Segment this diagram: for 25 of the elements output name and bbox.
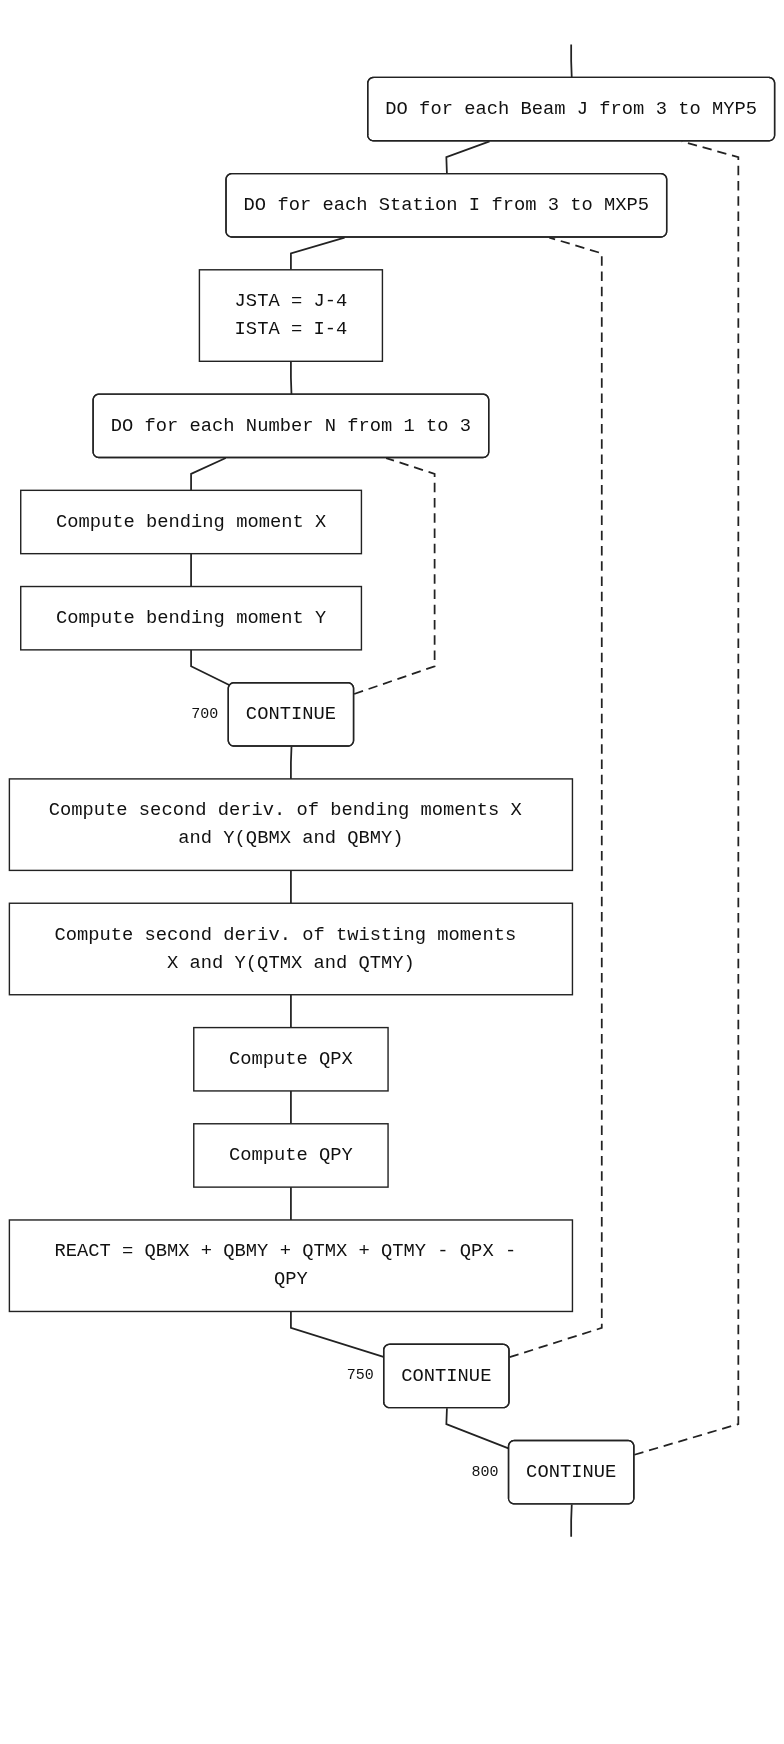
connector xyxy=(290,745,293,780)
connector xyxy=(190,457,227,492)
statement-number: 800 xyxy=(471,1463,499,1481)
node-box: Compute QPY xyxy=(193,1123,389,1188)
connector xyxy=(508,236,603,1359)
statement-number: 700 xyxy=(191,705,219,723)
connector xyxy=(353,457,436,695)
node-box: Compute bending moment X xyxy=(20,489,363,555)
statement-number: 750 xyxy=(346,1367,374,1385)
connector xyxy=(570,43,573,79)
node-box: JSTA = J-4 ISTA = I-4 xyxy=(198,269,384,362)
connector xyxy=(290,360,293,396)
node-box: Compute second deriv. of twisting moments X and Y(QTMX and QTMY) xyxy=(8,902,574,996)
connector xyxy=(290,993,292,1029)
node-box: Compute bending moment Y xyxy=(20,585,363,651)
connector xyxy=(190,552,192,588)
node-box: Compute QPX xyxy=(193,1026,389,1092)
connector xyxy=(290,1090,292,1125)
connector xyxy=(570,1503,573,1538)
connector xyxy=(290,236,346,271)
node-box: REACT = QBMX + QBMY + QTMX + QTMY - QPX - QPY xyxy=(8,1219,574,1313)
connector xyxy=(290,869,292,905)
connector xyxy=(290,1186,292,1221)
node-box: Compute second deriv. of bending moments X and Y(QBMX and QBMY) xyxy=(8,778,574,872)
connector xyxy=(633,140,740,1456)
